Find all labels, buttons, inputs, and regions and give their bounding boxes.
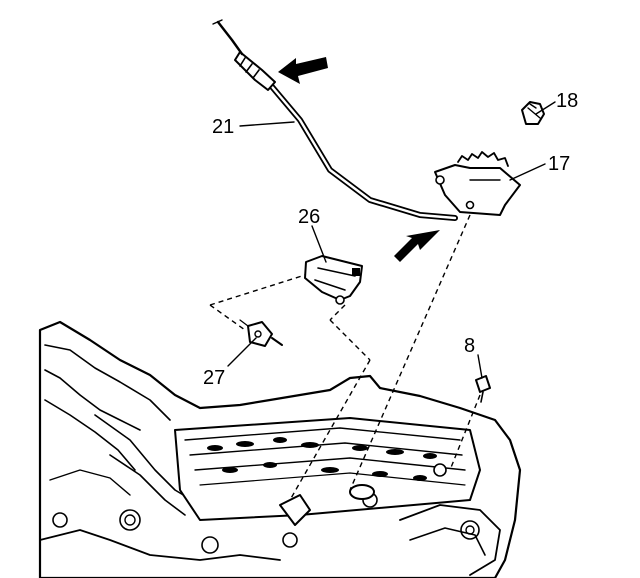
arrow-lower	[394, 230, 440, 262]
part-27-bolt	[239, 319, 283, 347]
part-21-shift-cable	[212, 19, 458, 221]
callout-26: 26	[298, 206, 320, 228]
part-17-detent-lever	[434, 151, 521, 216]
callout-8: 8	[464, 335, 475, 357]
part-26-bracket	[304, 255, 363, 305]
part-18-nut	[521, 101, 545, 125]
leader-lines	[227, 101, 556, 379]
part-8-pin	[475, 375, 491, 403]
callout-21: 21	[212, 116, 234, 138]
direction-arrows	[278, 57, 440, 262]
assembly-guide-lines	[209, 214, 481, 501]
callout-17: 17	[548, 153, 570, 175]
callout-18: 18	[556, 90, 578, 112]
transmission-case	[38, 320, 522, 578]
arrow-upper	[278, 57, 328, 84]
callout-labels: 21 18 17 26 27 8	[203, 90, 578, 389]
callout-27: 27	[203, 367, 225, 389]
